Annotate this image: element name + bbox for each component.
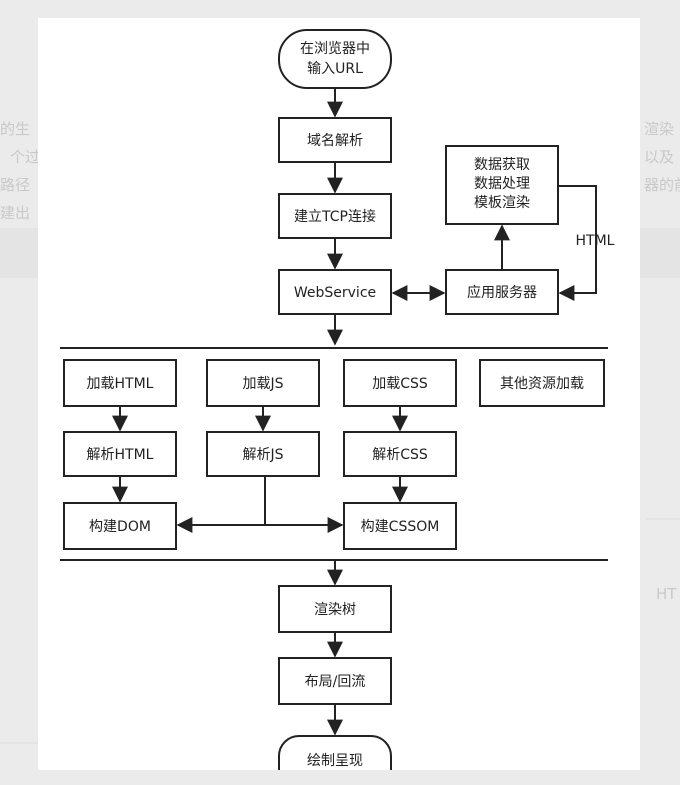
data-label-line-2: 数据处理 xyxy=(474,176,530,192)
build-dom-label: 构建DOM xyxy=(89,519,151,535)
background-divider-left xyxy=(0,742,38,744)
load-js-label: 加载JS xyxy=(242,376,283,392)
load-css-label: 加载CSS xyxy=(372,376,428,392)
parse-js-node xyxy=(206,431,320,477)
start-label-line-1: 在浏览器中 xyxy=(300,41,370,57)
background-text-left-2: 个过 xyxy=(10,148,41,166)
paint-node xyxy=(278,735,392,770)
parse-html-label: 解析HTML xyxy=(87,447,154,463)
build-dom-node xyxy=(63,502,177,550)
background-text-right-4: HT xyxy=(656,585,677,603)
parse-js-label: 解析JS xyxy=(242,447,283,463)
html-edge-label: HTML xyxy=(576,233,615,249)
layout-label: 布局/回流 xyxy=(305,674,366,690)
flowchart: 在浏览器中 输入URL 域名解析 建立TCP连接 WebService 应用服务… xyxy=(60,29,615,770)
webservice-label: WebService xyxy=(294,285,376,301)
background-text-right-1: 渲染 xyxy=(644,120,675,138)
diagram-sheet: 在浏览器中 输入URL 域名解析 建立TCP连接 WebService 应用服务… xyxy=(38,18,640,770)
arrow-data-to-appserver xyxy=(558,185,597,301)
background-text-right-2: 以及 xyxy=(644,148,675,166)
parse-css-label: 解析CSS xyxy=(372,447,428,463)
data-label-line-3: 模板渲染 xyxy=(474,195,530,211)
app-server-label: 应用服务器 xyxy=(467,284,537,301)
background-text-left-1: 的生 xyxy=(0,120,31,138)
start-node xyxy=(278,29,392,89)
paint-label: 绘制呈现 xyxy=(307,753,363,769)
build-cssom-label: 构建CSSOM xyxy=(361,519,440,535)
start-label-line-2: 输入URL xyxy=(307,61,363,77)
background-block-left xyxy=(0,228,38,278)
background-text-left-4: 建出 xyxy=(0,204,31,222)
background-divider-right xyxy=(646,518,680,520)
background-text-right-3: 器的前 xyxy=(644,176,680,194)
data-label-line-1: 数据获取 xyxy=(474,157,530,173)
tcp-label: 建立TCP连接 xyxy=(294,208,376,225)
background-text-left-3: 路径 xyxy=(0,176,31,194)
background-block-right xyxy=(640,228,680,278)
dns-label: 域名解析 xyxy=(307,133,363,149)
build-cssom-node xyxy=(343,502,457,550)
render-tree-label: 渲染树 xyxy=(314,602,356,618)
load-html-label: 加载HTML xyxy=(87,376,154,392)
load-other-label: 其他资源加载 xyxy=(500,376,584,392)
load-other-node xyxy=(479,359,605,407)
